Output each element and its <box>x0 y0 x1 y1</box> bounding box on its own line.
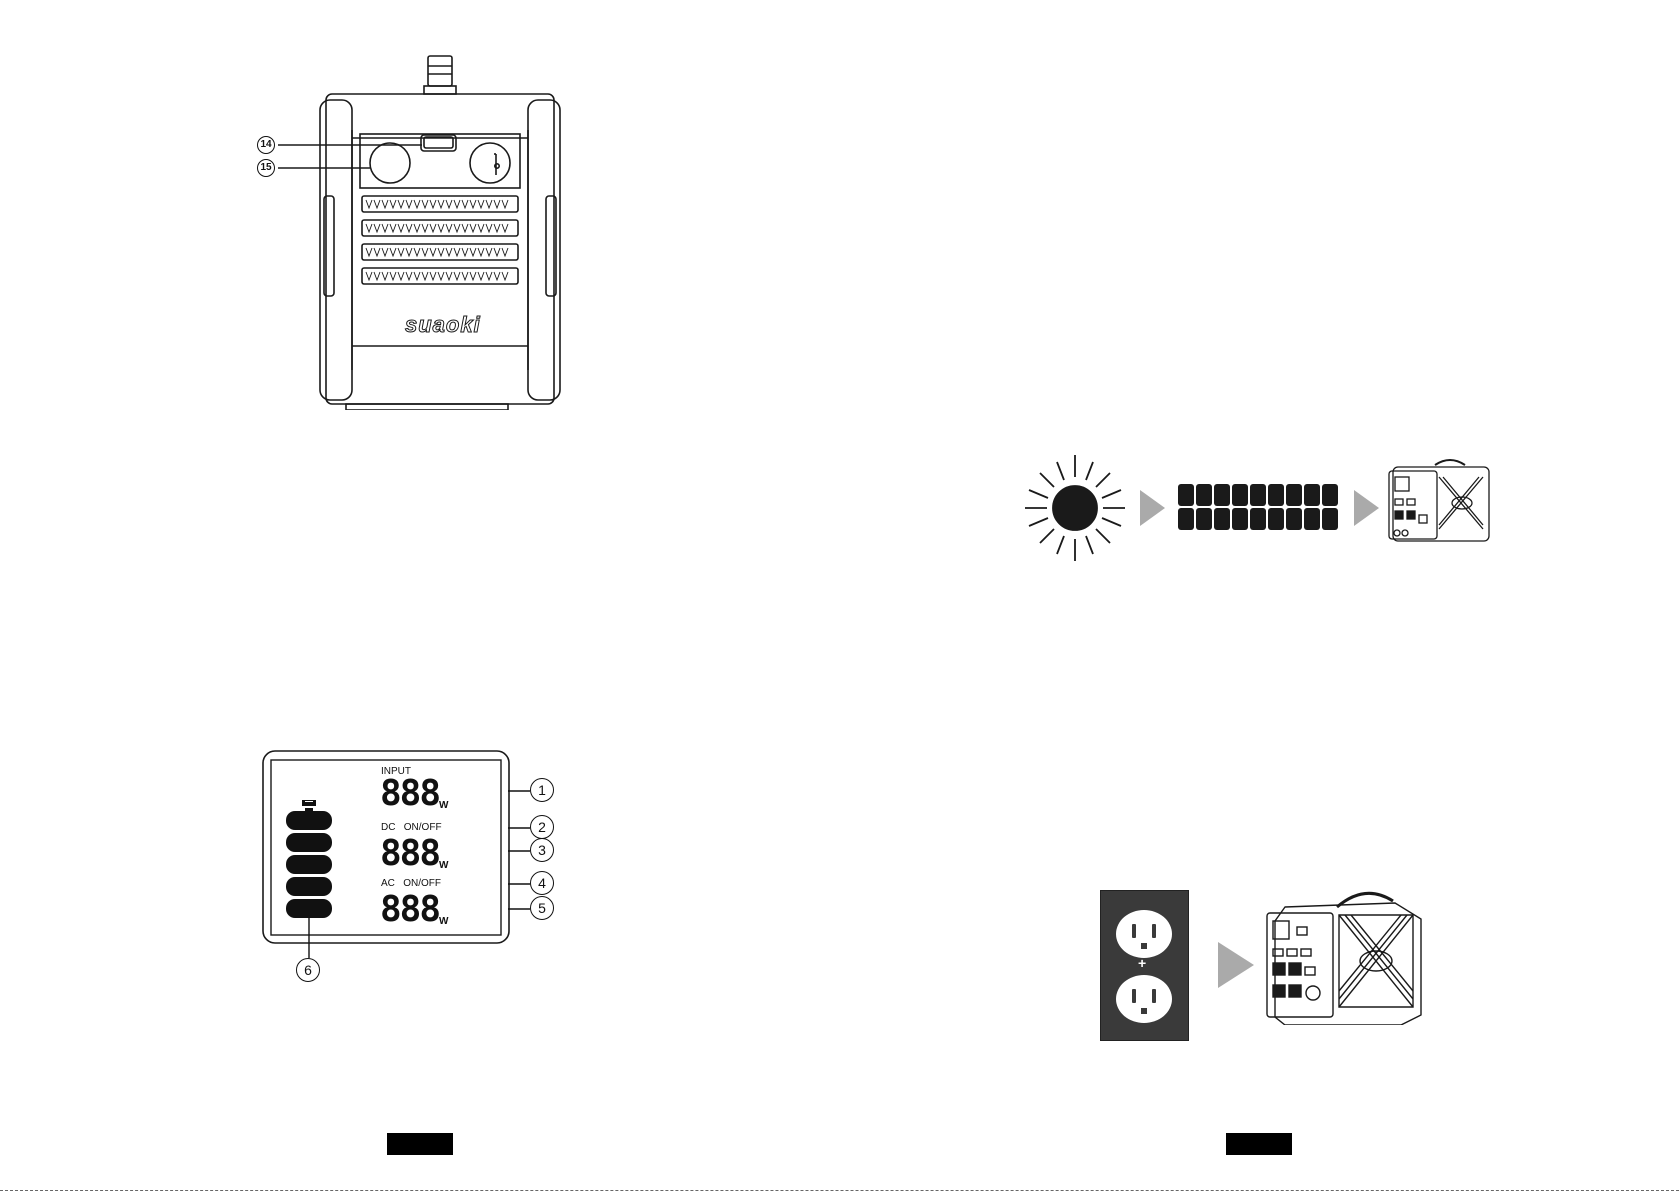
lcd-ac-label: AC ON/OFF <box>381 878 441 889</box>
lcd-ac-unit: W <box>439 916 448 927</box>
power-station-icon <box>1255 885 1435 1025</box>
lcd-ac-digits: 888 <box>380 892 439 928</box>
solar-charging-diagram <box>1025 455 1505 565</box>
callout-2: 2 <box>530 815 554 839</box>
callout-6: 6 <box>296 958 320 982</box>
sun-icon <box>1025 455 1125 561</box>
lcd-dc-digits: 888 <box>380 836 439 872</box>
device-top-view: 14 15 suaoki <box>250 50 580 410</box>
page-number-bar-right <box>1226 1133 1292 1155</box>
lcd-input-unit: W <box>439 800 448 811</box>
lcd-dc-unit: W <box>439 860 448 871</box>
callout-14: 14 <box>257 136 275 154</box>
callout-15: 15 <box>257 159 275 177</box>
callout-5: 5 <box>530 896 554 920</box>
lcd-input-digits: 888 <box>380 776 439 812</box>
lcd-panel: INPUT 888 W DC ON/OFF 888 W AC ON/OFF 88… <box>262 750 562 990</box>
arrow-right-icon <box>1218 942 1254 988</box>
battery-icon <box>286 800 332 918</box>
callout-3: 3 <box>530 838 554 862</box>
lcd-dc-label: DC ON/OFF <box>381 822 442 833</box>
page-number-bar-left <box>387 1133 453 1155</box>
callout-1: 1 <box>530 778 554 802</box>
arrow-right-icon <box>1140 490 1165 526</box>
power-station-icon <box>1389 460 1489 541</box>
outlet-plus: + <box>1138 955 1146 971</box>
solar-panel-icon <box>1178 484 1338 530</box>
brand-logo: suaoki <box>405 312 481 338</box>
device-top-drawing <box>250 50 580 410</box>
wall-outlet-icon: + <box>1100 890 1189 1041</box>
arrow-right-icon <box>1354 490 1379 526</box>
wall-charging-diagram: + <box>1100 885 1440 1045</box>
callout-4: 4 <box>530 871 554 895</box>
